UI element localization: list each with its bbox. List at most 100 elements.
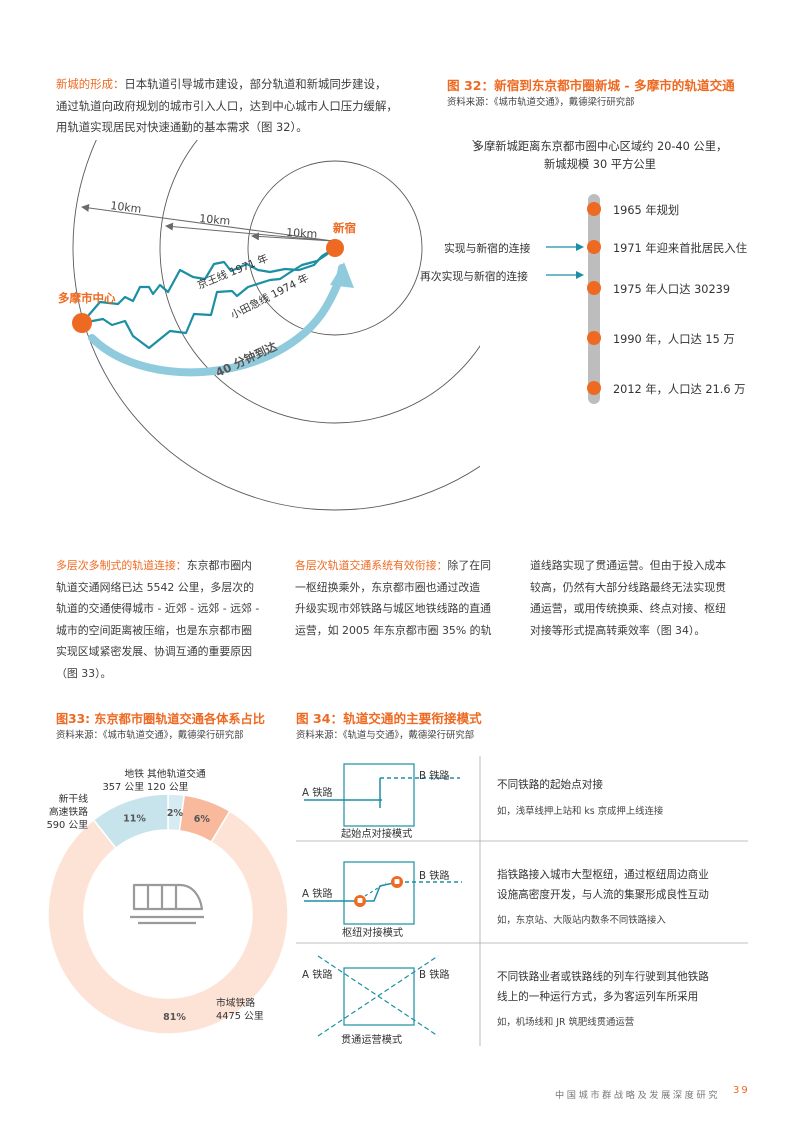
col3-line2: 较高，仍然有大部分线路最终无法实现贯 bbox=[530, 580, 727, 594]
distance-arrow-2 bbox=[165, 222, 334, 242]
slice-shinkansen-percent: 11% bbox=[123, 814, 146, 825]
keio-line-route bbox=[81, 247, 336, 324]
fig34-source: 资料来源：《轨道与交通》，戴德梁行研究部 bbox=[296, 730, 475, 741]
mode1-rail-a: A 铁路 bbox=[302, 788, 333, 799]
distance-label-1: 10km bbox=[110, 199, 142, 216]
distance-arrow-3 bbox=[251, 232, 334, 242]
intro-line2: 通过轨道向政府规划的城市引入人口，达到中心城市人口压力缓解， bbox=[56, 98, 398, 113]
fig33-source: 资料来源：《城市轨道交通》，戴德梁行研究部 bbox=[56, 730, 244, 741]
col1-line3: 轨道的交通使得城市 - 近郊 - 远郊 - 远郊 - bbox=[56, 602, 260, 616]
mode3-rail-a: A 铁路 bbox=[302, 970, 333, 981]
ring-30km bbox=[72, 140, 480, 511]
mode3-example: 如，机场线和 JR 筑肥线贯通运营 bbox=[497, 1017, 635, 1028]
timeline-dot-1975 bbox=[587, 281, 601, 295]
col1-line4: 城市的空间距离被压缩，也是东京都市圈 bbox=[56, 623, 253, 637]
mode2-description: 指铁路接入城市大型枢纽，通过枢纽周边商业 设施高密度开发，与人流的集聚形成良性互… bbox=[497, 865, 757, 926]
mode2-diagram bbox=[304, 861, 462, 925]
page-number: 39 bbox=[733, 1085, 750, 1096]
col3-line3: 通运营，或用传统换乘、终点对接、枢纽 bbox=[530, 602, 727, 616]
side-label-connect: 实现与新宿的连接 bbox=[444, 242, 531, 255]
slice-city-rail-percent: 81% bbox=[163, 1012, 186, 1023]
travel-time-arrowhead bbox=[330, 262, 354, 288]
fig34-diagrams bbox=[296, 756, 748, 1046]
timeline-dot-1965 bbox=[587, 202, 601, 216]
col2-lead: 各层次轨道交通系统有效衔接： bbox=[295, 559, 448, 572]
label-shinkansen-value: 590 公里 bbox=[46, 820, 88, 831]
fig32-source: 资料来源：《城市轨道交通》，戴德梁行研究部 bbox=[447, 97, 635, 108]
keio-line-label: 京王线 1971 年 bbox=[195, 251, 270, 291]
col2-line1: 除了在同 bbox=[447, 559, 492, 572]
intro-line3: 用轨道实现居民对快速通勤的基本需求（图 32）。 bbox=[56, 120, 308, 134]
mid-text-col3: 道线路实现了贯通运营。但由于投入成本 较高，仍然有大部分线路最终无法实现贯 通运… bbox=[530, 555, 755, 641]
slice-city-rail bbox=[47, 810, 289, 1035]
slice-shinkansen bbox=[92, 793, 169, 850]
col3-line1: 道线路实现了贯通运营。但由于投入成本 bbox=[530, 559, 727, 572]
timeline-item-1990: 1990 年，人口达 15 万 bbox=[613, 333, 735, 346]
label-city-value: 4475 公里 bbox=[216, 1011, 264, 1022]
mode1-desc-line1: 不同铁路的起始点对接 bbox=[497, 779, 603, 791]
fig33-title: 图33: 东京都市圈轨道交通各体系占比 bbox=[56, 712, 265, 726]
tama-center-dot bbox=[72, 313, 92, 333]
label-city-rail: 市域铁路 4475 公里 bbox=[216, 997, 264, 1023]
label-city-name: 市域铁路 bbox=[216, 998, 256, 1009]
timeline-item-1975: 1975 年人口达 30239 bbox=[613, 283, 731, 296]
odakyu-line-route bbox=[81, 247, 336, 350]
timeline-dot-1990 bbox=[587, 331, 601, 345]
intro-lead: 新城的形成： bbox=[56, 77, 125, 91]
slice-subway-percent: 6% bbox=[194, 814, 211, 825]
side-arrowhead-1 bbox=[576, 243, 584, 251]
mode2-caption: 枢纽对接模式 bbox=[342, 928, 404, 939]
slice-other-rail-percent: 2% bbox=[167, 808, 184, 819]
mode2-rail-b: B 铁路 bbox=[419, 871, 450, 882]
timeline-item-2012: 2012 年，人口达 21.6 万 bbox=[613, 383, 746, 396]
label-shinkansen-name1: 新干线 bbox=[58, 794, 88, 805]
donut-percent-labels: 2% 6% 81% 11% bbox=[123, 808, 210, 1023]
label-subway-value: 357 公里 bbox=[102, 782, 144, 793]
odakyu-line-label: 小田急线 1974 年 bbox=[228, 271, 310, 322]
mode1-description: 不同铁路的起始点对接 如，浅草线押上站和 ks 京成押上线连接 bbox=[497, 775, 757, 817]
label-shinkansen-name2: 高速铁路 bbox=[48, 807, 88, 818]
col2-line3: 升级实现市郊铁路与城区地铁线路的直通 bbox=[295, 602, 492, 616]
col1-line5: 实现区域紧密发展、协调互通的重要原因 bbox=[56, 645, 253, 659]
mode1-rail-b: B 铁路 bbox=[419, 771, 450, 782]
col1-line1: 东京都市圈内 bbox=[186, 559, 253, 572]
col2-line4: 运营，如 2005 年东京都市圈 35% 的轨 bbox=[295, 623, 492, 637]
mode1-diagram bbox=[304, 763, 460, 827]
shinjuku-station-dot bbox=[326, 239, 344, 257]
tama-center-label: 多摩市中心 bbox=[58, 291, 116, 305]
label-other-name: 其他轨道交通 bbox=[147, 769, 206, 780]
mode2-desc-line2: 设施高密度开发，与人流的集聚形成良性互动 bbox=[497, 889, 709, 901]
col2-line2: 一枢纽换乘外，东京都市圈也通过改造 bbox=[295, 580, 481, 594]
mode3-rail-b: B 铁路 bbox=[419, 970, 450, 981]
fig32-desc-line1: 多摩新城距离东京都市圈中心区域约 20-40 公里， bbox=[472, 140, 728, 153]
fig34-title: 图 34：轨道交通的主要衔接模式 bbox=[296, 711, 482, 726]
col3-line4: 对接等形式提高转乘效率（图 34）。 bbox=[530, 623, 706, 637]
distance-label-3: 10km bbox=[286, 226, 318, 241]
mid-text-col2: 各层次轨道交通系统有效衔接：除了在同 一枢纽换乘外，东京都市圈也通过改造 升级实… bbox=[295, 555, 520, 641]
intro-paragraph: 新城的形成：日本轨道引导城市建设，部分轨道和新城同步建设， 通过轨道向政府规划的… bbox=[56, 74, 426, 139]
mode3-caption: 贯通运营模式 bbox=[341, 1035, 403, 1046]
mode1-caption: 起始点对接模式 bbox=[341, 829, 413, 840]
mid-text-col1: 多层次多制式的轨道连接：东京都市圈内 轨道交通网络已达 5542 公里，多层次的… bbox=[56, 555, 281, 685]
label-shinkansen: 新干线 高速铁路 590 公里 bbox=[40, 793, 88, 832]
col1-line2: 轨道交通网络已达 5542 公里，多层次的 bbox=[56, 580, 255, 594]
label-other: 其他轨道交通 120 公里 bbox=[147, 768, 206, 794]
timeline-item-1971: 1971 年迎来首批居民入住 bbox=[613, 242, 748, 255]
mode3-desc-line2: 线上的一种运行方式，多为客运列车所采用 bbox=[497, 991, 699, 1003]
intro-line1: 日本轨道引导城市建设，部分轨道和新城同步建设， bbox=[124, 77, 387, 91]
distance-arrow-1 bbox=[81, 203, 334, 242]
fig32-desc-line2: 新城规模 30 平方公里 bbox=[544, 158, 656, 171]
side-label-reconnect: 再次实现与新宿的连接 bbox=[420, 270, 528, 283]
donut-slices bbox=[47, 793, 289, 1035]
mode2-example: 如，东京站、大阪站内数条不同铁路接入 bbox=[497, 915, 666, 926]
timeline-item-1965: 1965 年规划 bbox=[613, 204, 680, 217]
col1-lead: 多层次多制式的轨道连接： bbox=[56, 559, 187, 572]
mode2-desc-line1: 指铁路接入城市大型枢纽，通过枢纽周边商业 bbox=[497, 869, 709, 881]
tama-shinjuku-map: 10km 10km 10km 40 分钟到达 京王线 1971 年 小田急线 1… bbox=[58, 140, 480, 511]
ring-20km bbox=[159, 140, 480, 424]
distance-label-2: 10km bbox=[199, 212, 231, 228]
fig33-donut-chart: 2% 6% 81% 11% bbox=[47, 793, 289, 1035]
label-subway: 地铁 357 公里 bbox=[103, 768, 144, 794]
train-icon bbox=[130, 883, 204, 925]
fig32-title: 图 32：新宿到东京都市圈新城 - 多摩市的轨道交通 bbox=[447, 78, 735, 93]
